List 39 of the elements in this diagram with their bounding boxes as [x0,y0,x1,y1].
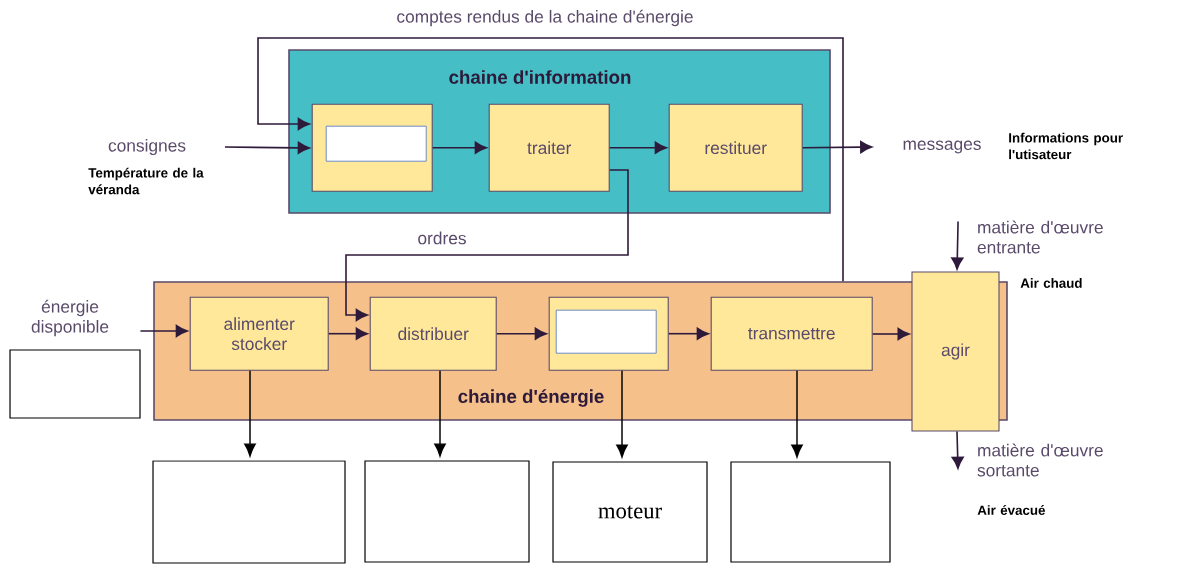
flow-label: consignes [108,138,186,156]
arrow [951,220,964,270]
arrow [667,327,709,340]
arrow [327,327,368,340]
arrow [139,324,188,338]
process-box: transmettre [710,296,873,371]
edge-label: ordres [416,230,468,246]
caption-text: Informations pour l'utisateur [1009,132,1123,160]
answer-box [364,460,530,563]
answer-box [9,349,141,419]
flow-label: matière d'œuvre entrante [977,220,1103,254]
answer-box [152,460,346,564]
caption-text: Air évacué [977,505,1045,515]
answer-box: moteur [552,461,708,563]
caption-text: Température de la véranda [88,167,204,195]
process-box: agir [911,271,1000,432]
arrow [871,327,910,341]
arrow [951,430,964,469]
arrow [434,370,446,457]
flow-label: messages [903,140,981,154]
flow-label: énergie disponible [31,299,109,337]
arrow [345,169,629,322]
edge-label: comptes rendus de la chaine d'énergie [395,8,695,28]
answer-box [730,461,891,563]
caption-text: Air chaud [1020,278,1082,288]
arrow [801,140,873,154]
arrow [791,370,803,458]
arrow [244,370,256,457]
arrow [608,141,667,154]
arrow [495,327,547,340]
arrow [257,37,844,282]
process-box: alimenter stocker [189,296,329,371]
process-box: distribuer [369,296,497,371]
arrow [224,141,310,154]
arrow [616,370,628,458]
arrow [431,141,487,154]
process-box: traiter [488,103,610,192]
flow-label: matière d'œuvre sortante [977,443,1103,477]
process-box: restituer [668,103,803,192]
